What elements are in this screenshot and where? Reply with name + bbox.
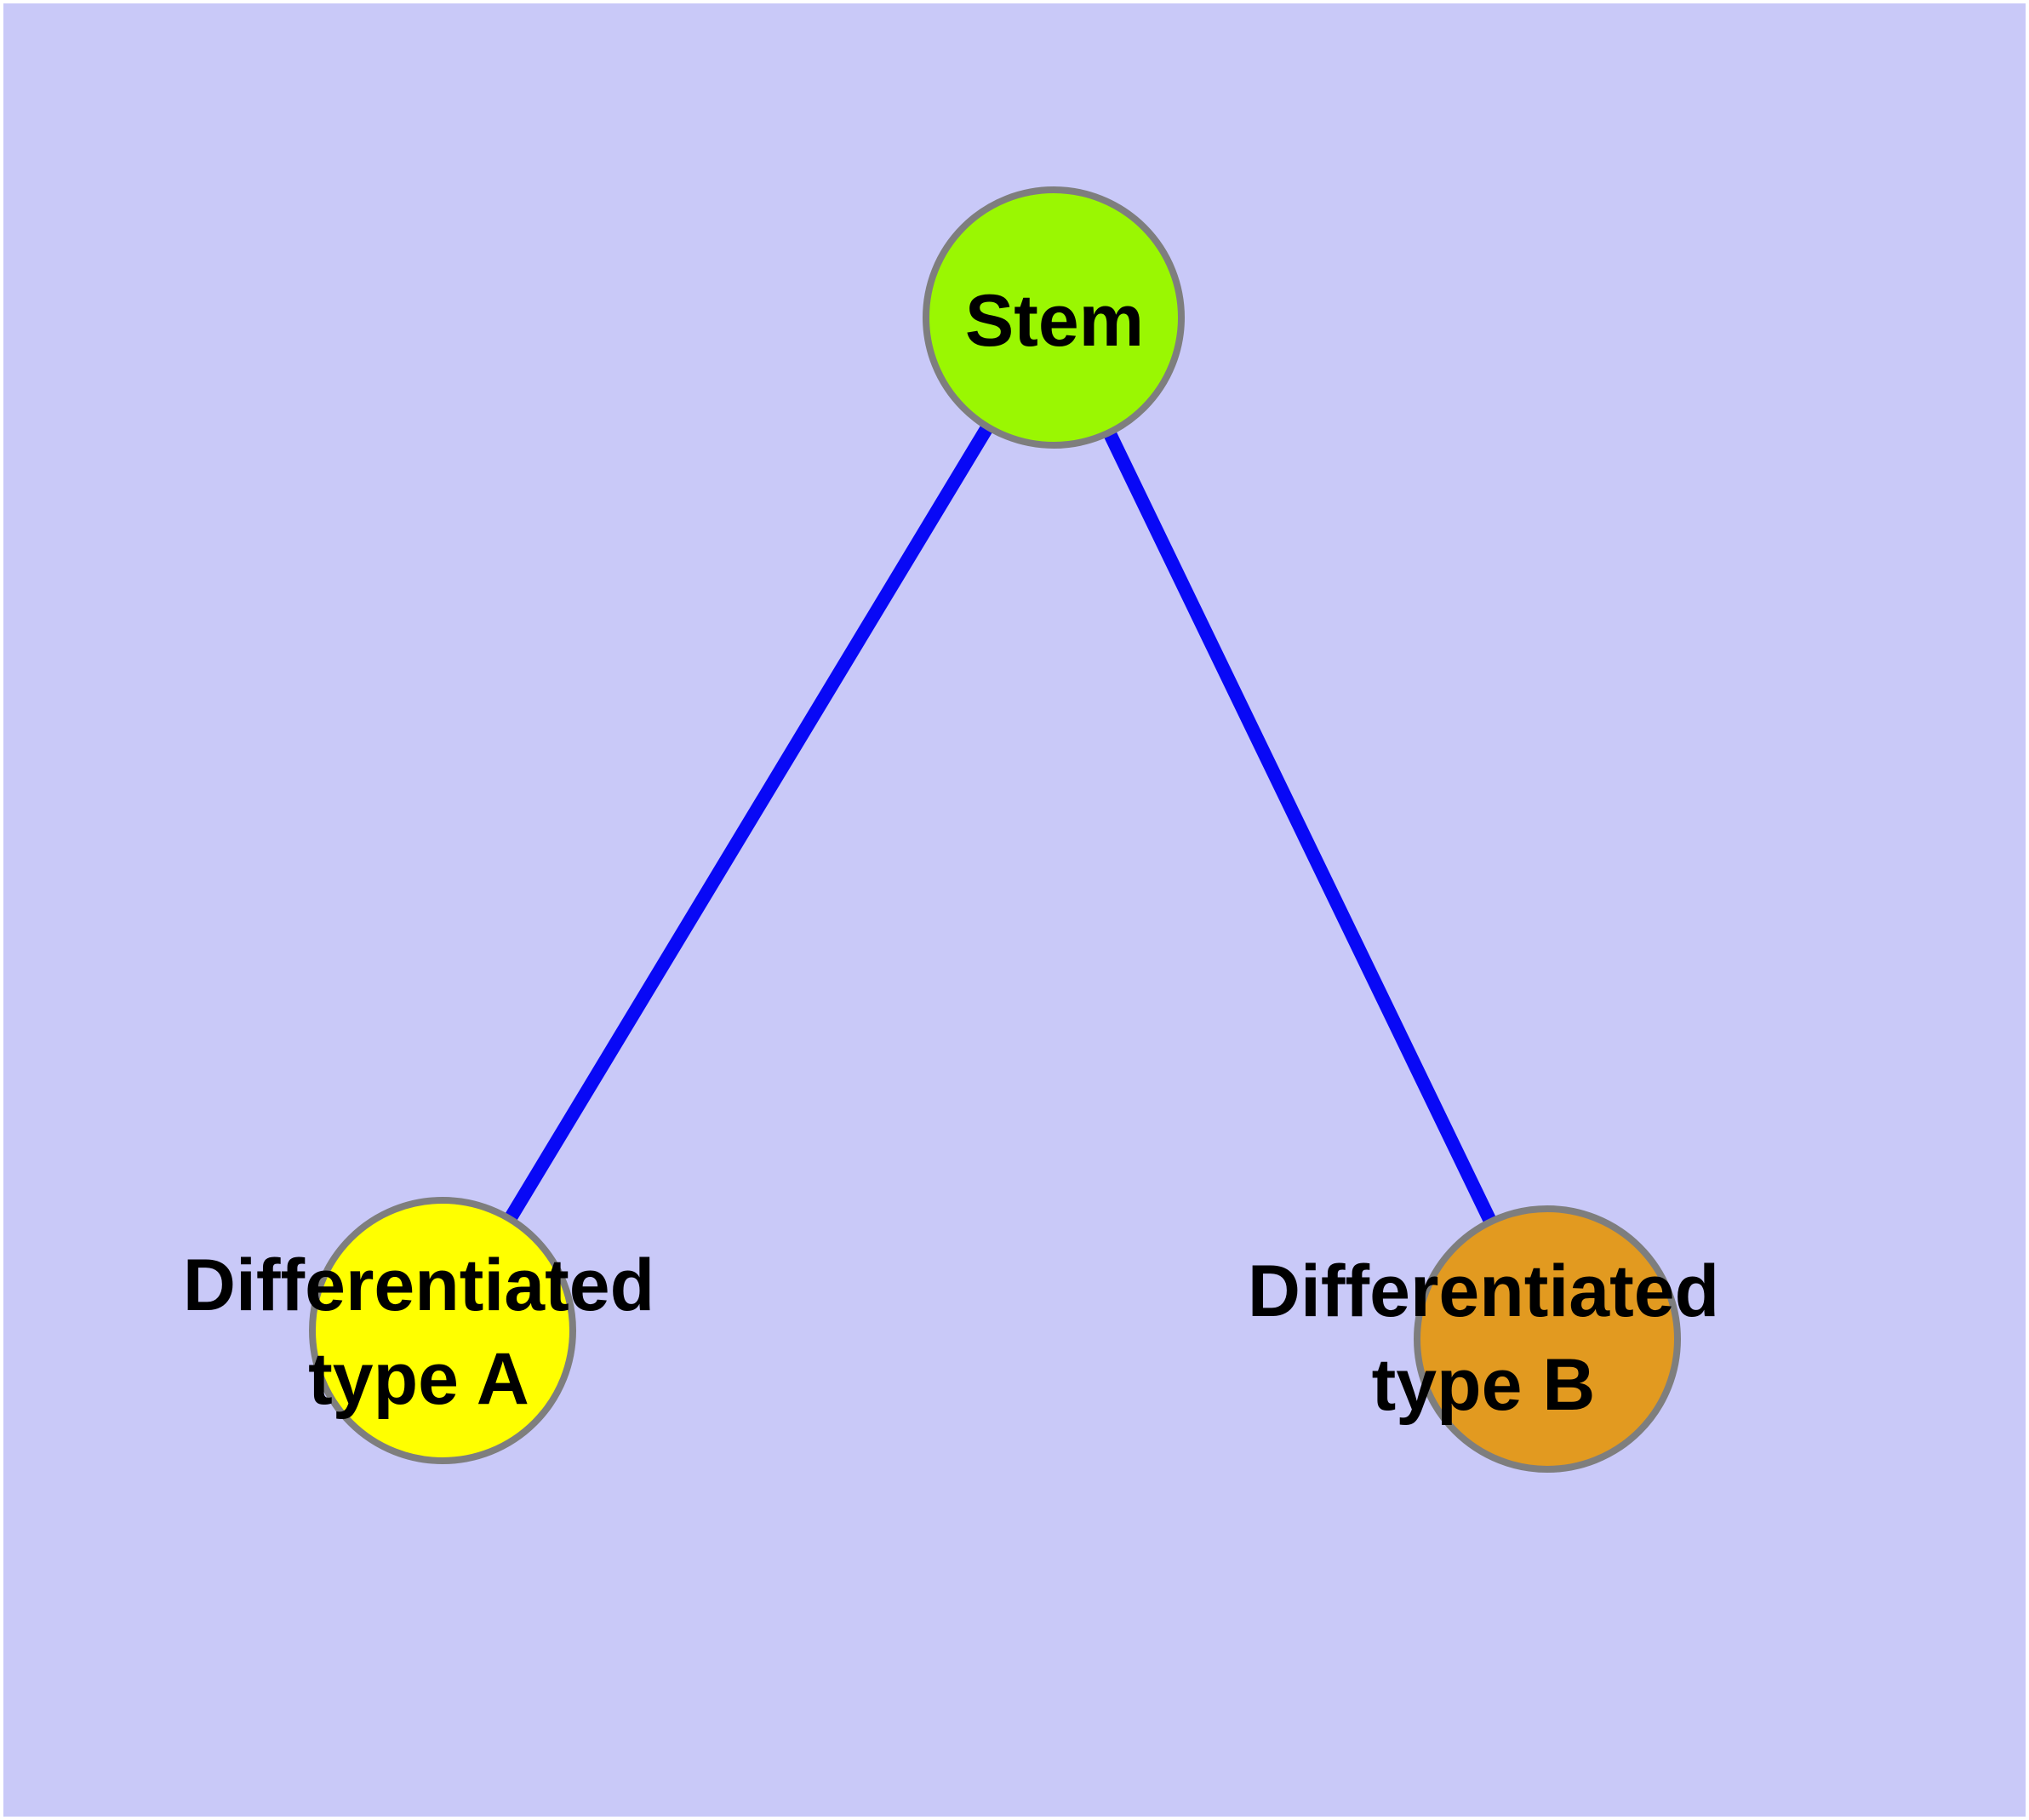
edges-layer	[437, 313, 1554, 1342]
node-label-line: Stem	[965, 280, 1144, 362]
node-label-line: Differentiated	[183, 1245, 654, 1326]
edge-stem-to-differentiated-type-a	[437, 313, 1060, 1335]
node-circle-stem	[923, 186, 1185, 449]
node-stem: Stem	[923, 186, 1185, 449]
node-label-line: type B	[1372, 1344, 1596, 1426]
node-label-differentiated-type-b: Differentiated type B	[1248, 1251, 1719, 1426]
node-label-differentiated-type-a: Differentiated type A	[183, 1245, 654, 1420]
node-label-line: Differentiated	[1248, 1251, 1719, 1332]
node-label-stem: Stem	[965, 280, 1144, 362]
node-differentiated-type-b: Differentiated type B	[1248, 1205, 1719, 1473]
node-circle-differentiated-type-a	[309, 1197, 576, 1464]
node-label-line: type A	[308, 1338, 529, 1420]
node-differentiated-type-a: Differentiated type A	[183, 1197, 654, 1464]
edge-stem-to-differentiated-type-b	[1047, 314, 1554, 1342]
node-circle-differentiated-type-b	[1414, 1205, 1681, 1473]
